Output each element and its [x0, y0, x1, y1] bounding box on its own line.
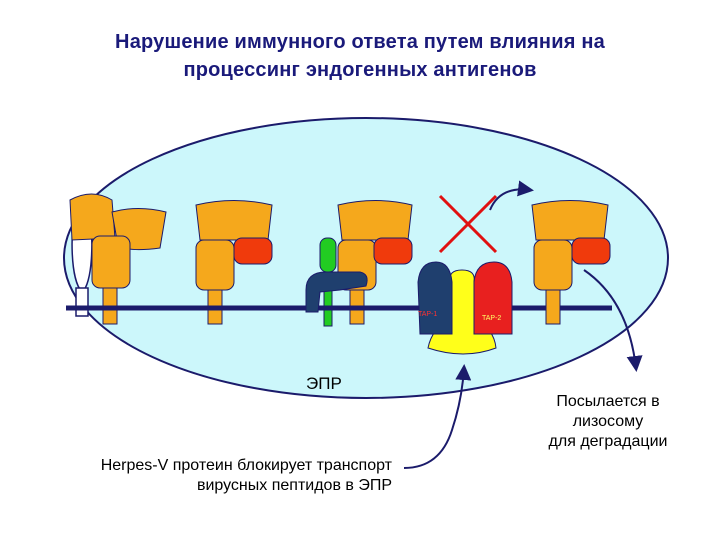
block-cross-icon: [438, 194, 498, 254]
degradation-arrow: [583, 269, 643, 372]
lysosome-caption-line-2: лизосому: [572, 413, 644, 430]
title-line-1: Нарушение иммунного ответа путем влияния…: [115, 31, 605, 53]
herpes-block-arrow: [403, 364, 472, 469]
peptide: [233, 237, 273, 265]
tap1-label: TAP-1: [418, 311, 437, 318]
mhc-molecule-3: [337, 200, 413, 325]
lysosome-caption-line-3: для деградации: [548, 433, 668, 450]
mhc-molecule-2: [195, 200, 273, 325]
herpes-caption-line-2: вирусных пептидов в ЭПР: [196, 477, 392, 494]
tap-2: [473, 261, 513, 335]
lysosome-caption-line-1: Посылается в: [556, 393, 660, 410]
er-label: ЭПР: [306, 374, 342, 393]
page-title: Нарушение иммунного ответа путем влияния…: [0, 28, 720, 84]
herpes-blocker: [305, 271, 368, 313]
lysosome-caption: Посылается в лизосому для деградации: [528, 392, 688, 452]
transport-arrow: [489, 180, 534, 211]
herpes-caption-line-1: Herpes-V протеин блокирует транспорт: [100, 457, 392, 474]
tap2-label: TAP-2: [482, 315, 501, 322]
title-line-2: процессинг эндогенных антигенов: [183, 59, 537, 81]
peptide: [571, 237, 611, 265]
tap-complex: TAP-1 TAP-2: [417, 261, 513, 355]
mhc-molecule-4: [531, 200, 611, 325]
herpes-caption: Herpes-V протеин блокирует транспорт вир…: [32, 456, 392, 496]
tap-1: [417, 261, 453, 335]
peptide: [373, 237, 413, 265]
